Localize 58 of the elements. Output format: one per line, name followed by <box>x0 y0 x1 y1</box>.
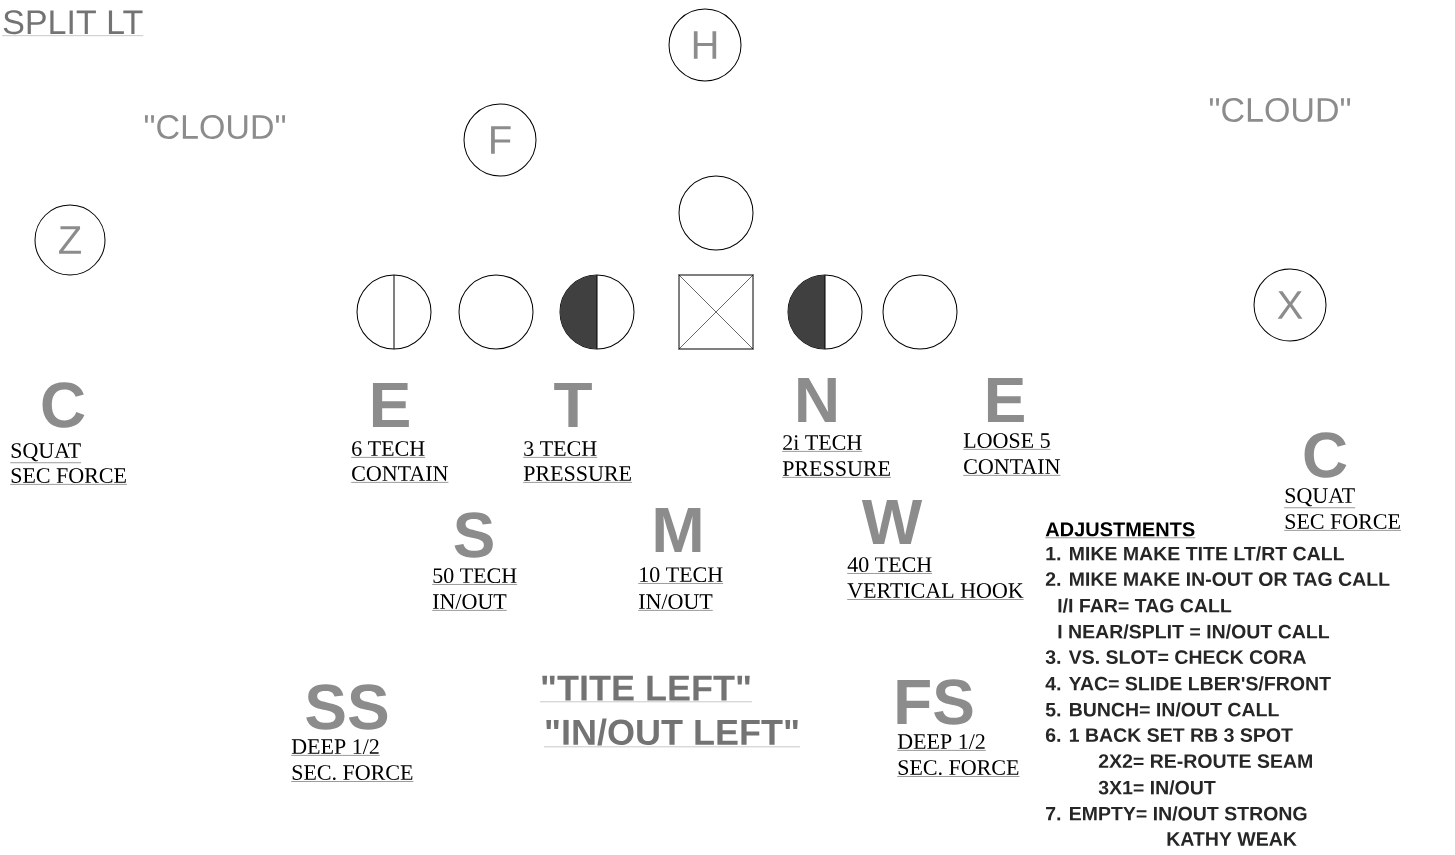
assignment-text: SEC. FORCE <box>291 765 414 782</box>
list-item: KATHY WEAK <box>1167 832 1297 846</box>
assignment-text: 3 TECH <box>523 441 598 458</box>
assignment-text: DEEP 1/2 <box>291 739 380 756</box>
center-square <box>678 274 754 350</box>
assignment-text: 40 TECH <box>847 557 933 574</box>
player-circle <box>356 274 432 350</box>
assignment-text: SEC FORCE <box>1284 514 1402 531</box>
assignment-text: DEEP 1/2 <box>897 734 987 751</box>
assignment-text: PRESSURE <box>523 466 633 483</box>
assignment-text: VERTICAL HOOK <box>847 583 1024 600</box>
position-letter: T <box>554 383 592 427</box>
assignment-text: SEC. FORCE <box>897 760 1020 777</box>
assignment-text: 2i TECH <box>782 435 863 452</box>
list-heading: ADJUSTMENTS <box>1045 522 1196 538</box>
list-item: 2. MIKE MAKE IN-OUT OR TAG CALL <box>1045 572 1390 586</box>
assignment-text: 6 TECH <box>351 441 426 458</box>
position-letter: E <box>987 378 1024 422</box>
quote-text: "CLOUD" <box>1209 97 1351 123</box>
list-item: 2X2= RE-ROUTE SEAM <box>1098 754 1312 768</box>
list-item: I NEAR/SPLIT = IN/OUT CALL <box>1058 624 1330 639</box>
player-circle <box>458 274 534 350</box>
list-item: 6. 1 BACK SET RB 3 SPOT <box>1045 728 1293 743</box>
assignment-text: SQUAT <box>1284 488 1356 508</box>
position-letter: SS <box>306 684 388 730</box>
player-circle <box>787 274 863 350</box>
assignment-text: PRESSURE <box>782 461 892 478</box>
list-item: I/I FAR= TAG CALL <box>1058 598 1232 613</box>
assignment-text: SEC FORCE <box>10 468 128 485</box>
player-circle <box>559 274 635 350</box>
assignment-text: IN/OUT <box>432 594 507 611</box>
list-item: 7. EMPTY= IN/OUT STRONG <box>1046 806 1307 821</box>
position-letter: N <box>798 378 836 422</box>
assignment-text: IN/OUT <box>638 594 713 611</box>
call-text: "IN/OUT LEFT" <box>543 718 801 747</box>
list-item: 3X1= IN/OUT <box>1098 780 1216 795</box>
list-item: 3. VS. SLOT= CHECK CORA <box>1045 650 1306 665</box>
list-item: 5. BUNCH= IN/OUT CALL <box>1045 702 1279 717</box>
assignment-text: LOOSE 5 <box>963 433 1051 450</box>
position-letter: S <box>454 512 493 558</box>
list-item: 4. YAC= SLIDE LBER'S/FRONT <box>1045 676 1331 691</box>
title: SPLIT LT <box>2 10 144 36</box>
player-circle <box>678 175 754 251</box>
position-letter: W <box>861 500 923 544</box>
position-letter: E <box>372 383 409 427</box>
position-letter: FS <box>897 679 973 725</box>
position-letter: C <box>1304 432 1347 478</box>
player-circle <box>882 274 958 350</box>
quote-text: "CLOUD" <box>144 114 286 140</box>
assignment-text: SQUAT <box>10 443 82 463</box>
assignment-text: 50 TECH <box>432 568 518 585</box>
assignment-text: CONTAIN <box>351 466 449 483</box>
call-text: "TITE LEFT" <box>539 675 753 702</box>
position-letter: M <box>655 508 701 552</box>
position-letter: C <box>42 382 85 428</box>
assignment-text: CONTAIN <box>963 459 1061 476</box>
assignment-text: 10 TECH <box>638 567 724 584</box>
list-item: 1. MIKE MAKE TITE LT/RT CALL <box>1046 546 1344 561</box>
